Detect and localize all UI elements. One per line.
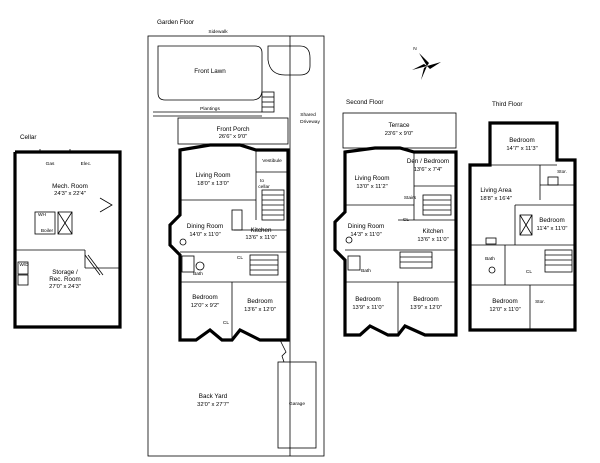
third-bedroom-2-dim: 11'4" x 11'0" [537, 226, 568, 232]
garden-closet-label: CL [237, 255, 243, 261]
cellar-rec-room-dim: 27'0" x 24'3" [49, 284, 81, 290]
garage-label: Garage [289, 401, 305, 407]
second-bath-label: Bath [361, 268, 371, 274]
shared-driveway-label-2: Driveway [300, 119, 320, 125]
sidewalk-label: Sidewalk [208, 29, 228, 35]
third-closet-label: CL [526, 269, 532, 275]
to-cellar-label-1: to [260, 178, 264, 184]
third-living-area-dim: 18'8" x 16'4" [480, 196, 512, 202]
third-bedroom-2-label: Bedroom [539, 217, 565, 224]
vestibule-label: Vestibule [262, 158, 282, 164]
third-bedroom-3-label: Bedroom [492, 298, 518, 305]
second-bedroom-2-dim: 13'9" x 12'0" [410, 305, 442, 311]
garden-living-room-dim: 18'0" x 13'0" [197, 181, 229, 187]
plantings-label: Plantings [200, 106, 220, 112]
cellar-elec-label: Elec. [81, 161, 92, 167]
cellar-storage-label: Storage / [52, 269, 78, 276]
garden-dining-room-dim: 14'0" x 11'0" [189, 232, 220, 238]
third-storage-1-label: Stor. [557, 169, 567, 175]
to-cellar-label-2: cellar [258, 184, 270, 190]
cellar-rec-room-label: Rec. Room [49, 276, 81, 283]
second-closet-label: CL [403, 217, 409, 223]
cellar-title: Cellar [20, 134, 36, 141]
third-living-area-label: Living Area [480, 187, 512, 194]
compass-rose: N [412, 46, 441, 80]
third-floor-plan: Third Floor Bedroom 14'7" x 11'3" Stor. … [468, 101, 577, 332]
front-porch-label: Front Porch [217, 126, 250, 133]
garden-living-room-label: Living Room [196, 172, 231, 179]
garden-kitchen-label: Kitchen [250, 227, 272, 234]
garden-bath-label: Bath [193, 271, 203, 277]
third-bedroom-1-label: Bedroom [509, 137, 535, 144]
cellar-wd-label: W/D [19, 262, 29, 268]
garden-bedroom-1-dim: 12'0" x 9'2" [191, 303, 220, 309]
compass-north-label: N [413, 46, 417, 52]
terrace-dim: 23'6" x 9'0" [385, 131, 414, 137]
second-living-room-label: Living Room [355, 175, 390, 182]
second-kitchen-dim: 13'6" x 11'0" [417, 237, 448, 243]
shared-driveway-label-1: Shared [300, 112, 316, 118]
garden-floor-title: Garden Floor [157, 19, 194, 26]
garden-floor-plan: Garden Floor Sidewalk Front Lawn Plantin… [147, 19, 325, 457]
second-dining-room-dim: 14'3" x 11'0" [350, 232, 381, 238]
front-lawn-label: Front Lawn [194, 68, 226, 75]
second-floor-title: Second Floor [346, 99, 383, 106]
terrace-label: Terrace [389, 122, 410, 129]
cellar-gas-label: Gas [46, 161, 55, 167]
second-bedroom-2-label: Bedroom [413, 296, 439, 303]
second-bedroom-1-label: Bedroom [355, 296, 381, 303]
third-bath-label: Bath [485, 256, 495, 262]
third-storage-2-label: Stor. [535, 299, 545, 305]
den-bedroom-label: Den / Bedroom [407, 158, 449, 165]
garden-dining-room-label: Dining Room [187, 223, 223, 230]
cellar-mech-room-label: Mech. Room [52, 183, 88, 190]
garden-bedroom-2-label: Bedroom [247, 298, 273, 305]
cellar-mech-room-dim: 24'3" x 22'4" [54, 191, 86, 197]
cellar-wh-label: WH [38, 212, 47, 218]
garden-kitchen-dim: 13'6" x 11'0" [245, 235, 276, 241]
garden-bedroom-1-label: Bedroom [192, 294, 218, 301]
back-yard-label: Back Yard [199, 393, 228, 400]
cellar-plan: Cellar Gas Elec. Mech. Room 24'3" x 22'4… [13, 134, 122, 329]
garden-closet-2-label: CL [223, 320, 229, 326]
second-bedroom-1-dim: 13'9" x 11'0" [352, 305, 383, 311]
third-floor-title: Third Floor [492, 101, 522, 108]
compass-north-arrow [419, 53, 429, 66]
second-living-room-dim: 13'0" x 11'2" [356, 184, 387, 190]
garden-bedroom-2-dim: 13'6" x 12'0" [244, 307, 276, 313]
third-bedroom-1-dim: 14'7" x 11'3" [506, 146, 537, 152]
den-bedroom-dim: 13'6" x 7'4" [414, 167, 443, 173]
second-floor-plan: Second Floor Terrace 23'6" x 9'0" Den / … [333, 99, 458, 337]
cellar-boiler-label: Boiler [41, 228, 54, 234]
stairs-label: Stairs [404, 195, 417, 201]
third-bedroom-3-dim: 12'0" x 11'0" [489, 307, 520, 313]
front-porch-dim: 26'6" x 9'0" [219, 134, 248, 140]
second-dining-room-label: Dining Room [348, 223, 384, 230]
second-kitchen-label: Kitchen [422, 228, 444, 235]
back-yard-dim: 32'0" x 27'7" [197, 402, 229, 408]
